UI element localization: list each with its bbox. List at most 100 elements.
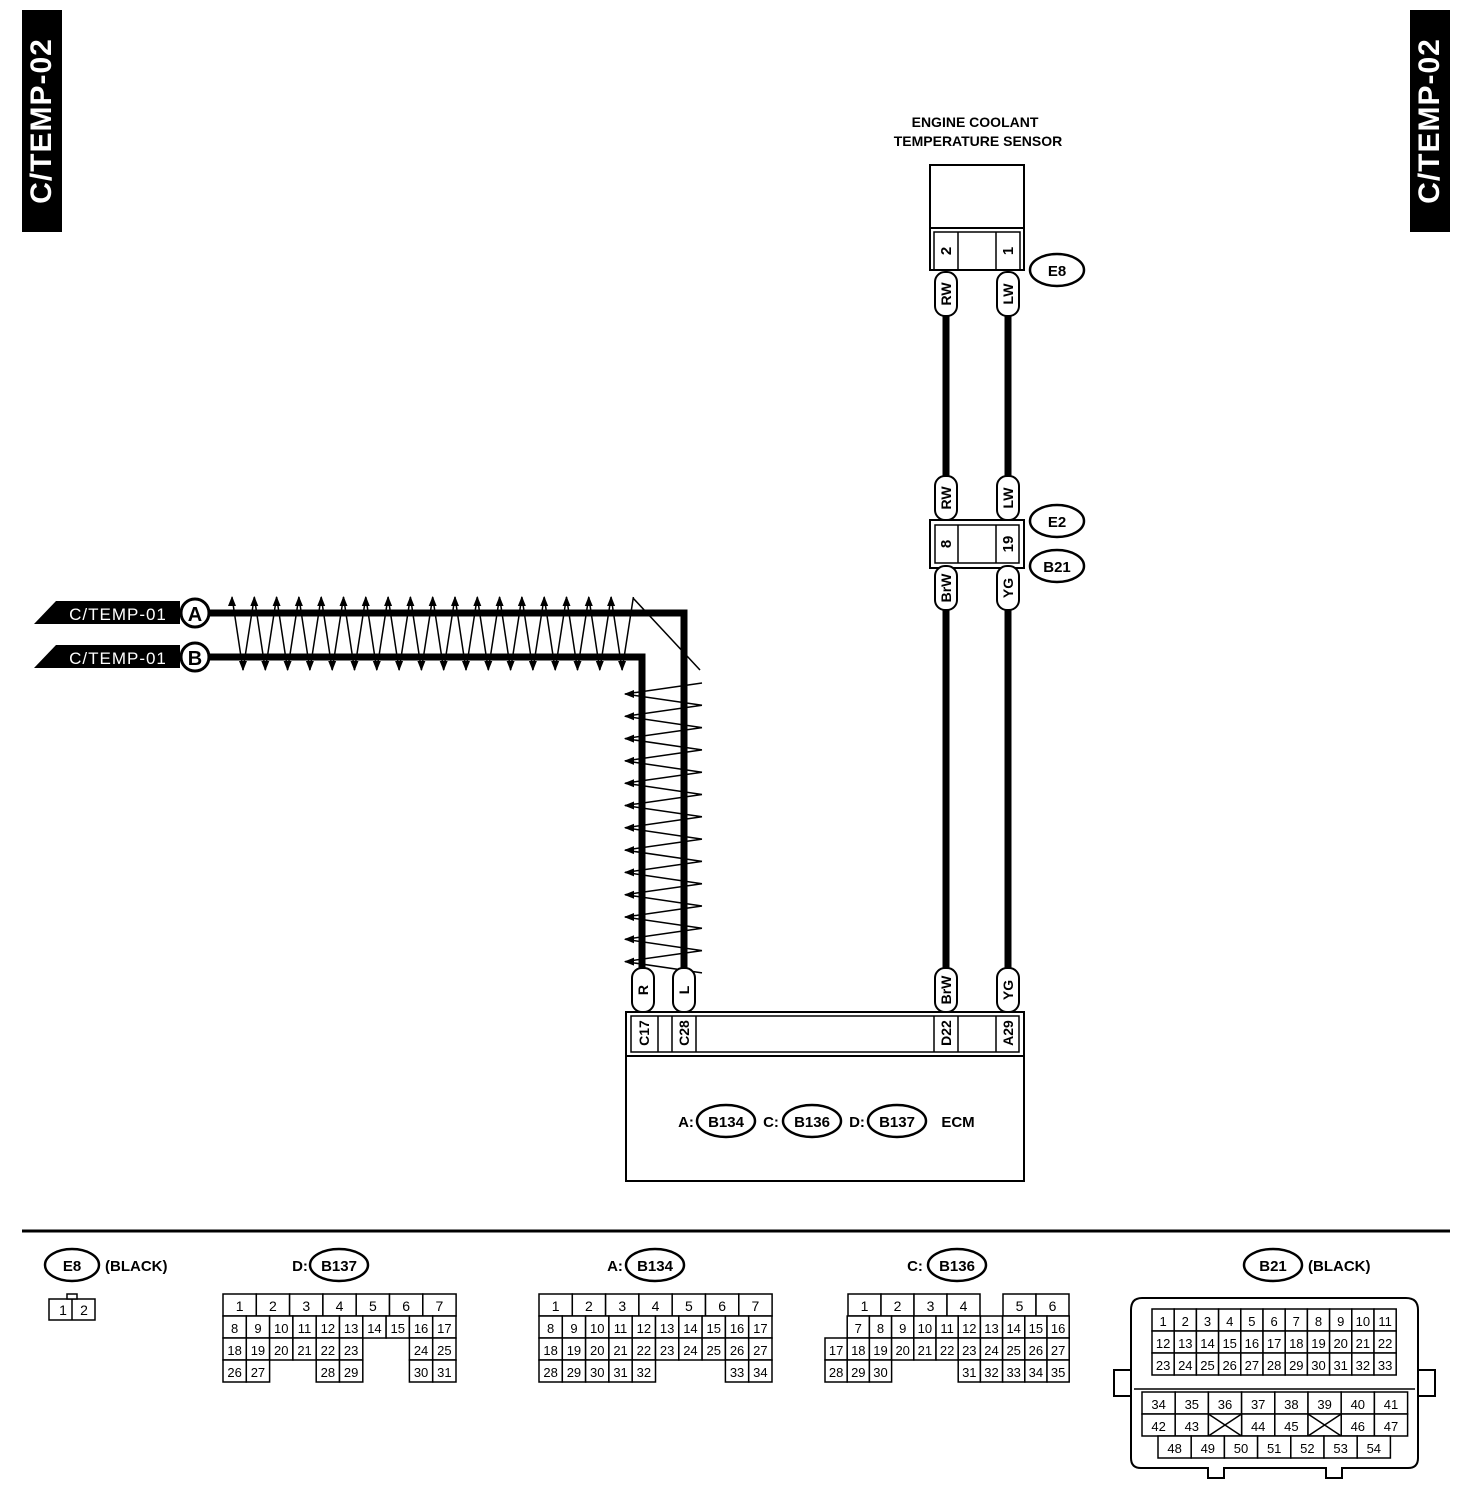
pin-cell: 13 <box>979 1315 1004 1339</box>
pin-label: 15 <box>707 1321 721 1336</box>
pin-cell: 2 <box>571 1293 607 1317</box>
pin-label: 26 <box>1222 1358 1236 1373</box>
pin-cell: 18 <box>1284 1330 1309 1354</box>
pin-cell: 18 <box>846 1337 871 1361</box>
wire-tag-rw-sensor: RW <box>934 271 958 317</box>
pin-label: 51 <box>1267 1441 1281 1456</box>
pin-cell: 34 <box>747 1359 773 1383</box>
pin-cell: 47 <box>1373 1413 1409 1437</box>
wire-tag-text: BrW <box>938 975 954 1005</box>
wire-tag-text: R <box>635 985 651 995</box>
pin-label: 27 <box>1051 1343 1065 1358</box>
pin-label: 1 <box>861 1298 869 1314</box>
pin-label: 13 <box>660 1321 674 1336</box>
pin-label: 35 <box>1185 1397 1199 1412</box>
pin-cell: 17 <box>431 1315 457 1339</box>
page-tag-left: C/TEMP-02 <box>22 10 62 232</box>
pin-label: 54 <box>1367 1441 1381 1456</box>
link-arrow-a: C/TEMP-01 A <box>34 597 211 629</box>
legend-e8-color: (BLACK) <box>105 1258 167 1275</box>
pin-label: 50 <box>1234 1441 1248 1456</box>
pin-label: 45 <box>1284 1419 1298 1434</box>
pin-label: 20 <box>590 1343 604 1358</box>
ecm-terminal-a29: A29 <box>1000 1020 1016 1046</box>
pin-cell: 5 <box>1240 1308 1264 1332</box>
pin-cell: 5 <box>355 1293 391 1317</box>
pin-cell: 14 <box>362 1315 387 1339</box>
joint-connector: 8 19 <box>929 519 1025 569</box>
pin-cell: 33 <box>724 1359 750 1383</box>
ecm-prefix-d: D: <box>849 1114 865 1131</box>
pin-label: 33 <box>1006 1365 1020 1380</box>
pin-label: 20 <box>1333 1336 1347 1351</box>
pin-cell: 28 <box>824 1359 848 1383</box>
pin-cell: 19 <box>1306 1330 1331 1354</box>
pin-cell: 5 <box>671 1293 707 1317</box>
wire-b-r <box>210 653 646 972</box>
pin-label: 17 <box>437 1321 451 1336</box>
pin-label: 10 <box>274 1321 288 1336</box>
pin-cell: 19 <box>868 1337 893 1361</box>
pin-cell: 12 <box>631 1315 657 1339</box>
pin-label: 10 <box>590 1321 604 1336</box>
pin-cell: 16 <box>1240 1330 1264 1354</box>
pin-cell: 2 <box>880 1293 915 1317</box>
pin-label: 21 <box>918 1343 932 1358</box>
joint-pin-8: 8 <box>938 540 955 548</box>
pin-label: 3 <box>927 1298 935 1314</box>
pin-label: 20 <box>274 1343 288 1358</box>
pin-cell: 12 <box>1151 1330 1175 1354</box>
pin-label: 15 <box>1029 1321 1043 1336</box>
sensor-pin-2: 2 <box>938 247 955 255</box>
pin-cell: 45 <box>1274 1413 1309 1437</box>
pin-label: 27 <box>1245 1358 1259 1373</box>
pin-blank <box>1207 1413 1243 1437</box>
pin-cell: 21 <box>1351 1330 1375 1354</box>
pin-label: 23 <box>1156 1358 1170 1373</box>
pin-label: 21 <box>613 1343 627 1358</box>
pin-cell: 4 <box>322 1293 357 1317</box>
pin-label: 3 <box>1204 1314 1211 1329</box>
pin-label: 11 <box>298 1321 312 1336</box>
legend-e8-pin-2: 2 <box>80 1302 88 1318</box>
pin-label: 9 <box>1337 1314 1344 1329</box>
pin-cell: 26 <box>724 1337 750 1361</box>
wire-tag-yg-ecm: YG <box>996 967 1020 1013</box>
pin-cell: 4 <box>946 1293 981 1317</box>
pin-label: 12 <box>637 1321 651 1336</box>
pin-label: 34 <box>1151 1397 1165 1412</box>
pin-cell: 19 <box>561 1337 587 1361</box>
pin-label: 6 <box>718 1298 726 1314</box>
pin-cell: 26 <box>1217 1352 1242 1376</box>
link-b-text: C/TEMP-01 <box>69 649 167 668</box>
pin-label: 9 <box>570 1321 577 1336</box>
pin-label: 48 <box>1167 1441 1181 1456</box>
pin-label: 8 <box>231 1321 238 1336</box>
pin-cell: 27 <box>1046 1337 1070 1361</box>
pin-cell: 24 <box>408 1337 434 1361</box>
pin-label: 14 <box>1006 1321 1020 1336</box>
wire-tag-lw-sensor: LW <box>996 271 1020 317</box>
wire-tag-l-ecm: L <box>672 967 696 1013</box>
pin-label: 46 <box>1351 1419 1365 1434</box>
pin-label: 4 <box>336 1298 344 1314</box>
pin-label: 28 <box>829 1365 843 1380</box>
wire-tag-text: YG <box>1000 578 1016 598</box>
pin-label: 8 <box>877 1321 884 1336</box>
legend-e8-pin-1: 1 <box>59 1302 67 1318</box>
pin-label: 32 <box>637 1365 651 1380</box>
pin-cell: 3 <box>604 1293 640 1317</box>
wire-a-l <box>210 609 688 972</box>
pin-label: 6 <box>402 1298 410 1314</box>
pin-cell: 30 <box>408 1359 434 1383</box>
sensor-title-line1: ENGINE COOLANT <box>912 114 1039 130</box>
pin-cell: 14 <box>1195 1330 1220 1354</box>
pin-cell: 20 <box>584 1337 610 1361</box>
link-a-letter: A <box>188 604 202 626</box>
wire-tag-rw-joint: RW <box>934 475 958 521</box>
pin-label: 14 <box>1200 1336 1214 1351</box>
pin-cell: 12 <box>957 1315 982 1339</box>
